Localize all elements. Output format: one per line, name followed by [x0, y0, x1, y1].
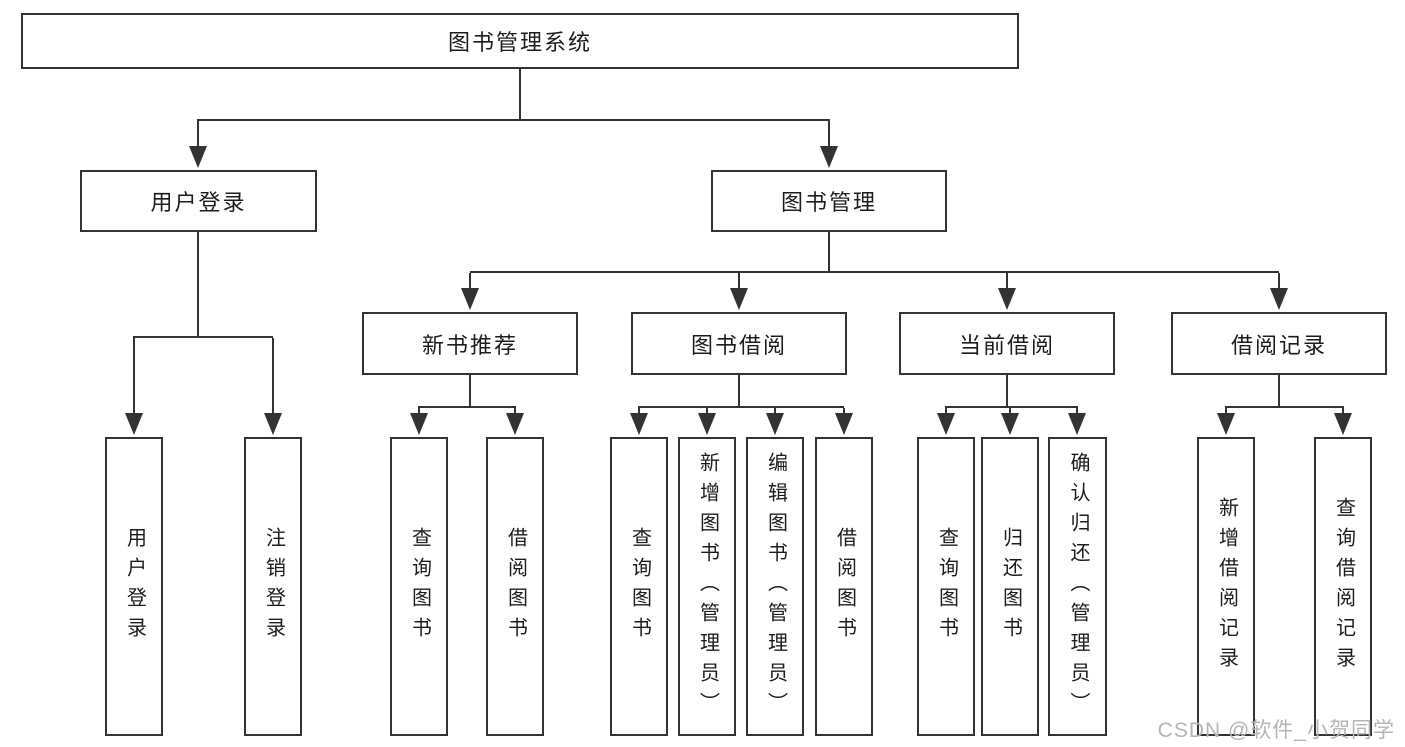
arrow-down-icon [125, 413, 143, 435]
arrow-down-icon [506, 413, 524, 435]
arrow-down-icon [698, 413, 716, 435]
arrow-down-icon [835, 413, 853, 435]
node-label: 图书借阅 [690, 332, 787, 358]
node-label: 编辑图书（管理员） [764, 451, 787, 722]
node-label: 图书管理系统 [447, 30, 592, 55]
arrow-down-icon [730, 288, 748, 310]
connector-line [197, 121, 199, 149]
node-label: 新增图书（管理员） [696, 451, 719, 722]
node-borrowing-records: 借阅记录 [1171, 312, 1387, 375]
arrow-down-icon [1270, 288, 1288, 310]
node-label: 查询图书 [935, 526, 958, 647]
leaf-return-books: 归还图书 [981, 437, 1039, 736]
arrow-down-icon [1217, 413, 1235, 435]
connector-line [197, 119, 830, 121]
connector-line [1278, 375, 1280, 406]
connector-line [197, 232, 199, 336]
leaf-borrow-books-borrowing: 借阅图书 [815, 437, 873, 736]
arrow-down-icon [1001, 413, 1019, 435]
arrow-down-icon [461, 288, 479, 310]
leaf-add-book-admin: 新增图书（管理员） [678, 437, 736, 736]
arrow-down-icon [410, 413, 428, 435]
node-label: 当前借阅 [958, 332, 1055, 358]
leaf-logout: 注销登录 [244, 437, 302, 736]
connector-line [738, 273, 740, 291]
node-label: 注销登录 [262, 526, 285, 647]
node-new-book-recommendation: 新书推荐 [362, 312, 578, 375]
node-label: 用户登录 [123, 526, 146, 647]
connector-line [738, 375, 740, 406]
node-library-management-system: 图书管理系统 [21, 13, 1019, 69]
connector-line [469, 273, 471, 291]
node-label: 借阅图书 [833, 526, 856, 647]
node-label: 查询借阅记录 [1332, 496, 1355, 677]
arrow-down-icon [766, 413, 784, 435]
connector-line [519, 69, 521, 119]
node-label: 归还图书 [999, 526, 1022, 647]
leaf-query-books-borrowing: 查询图书 [610, 437, 668, 736]
node-label: 借阅记录 [1230, 332, 1327, 358]
leaf-add-borrow-record: 新增借阅记录 [1197, 437, 1255, 736]
node-label: 查询图书 [408, 526, 431, 647]
connector-line [470, 271, 1279, 273]
node-book-management: 图书管理 [711, 170, 947, 232]
node-label: 用户登录 [150, 190, 247, 215]
connector-line [133, 336, 273, 338]
leaf-query-books-current: 查询图书 [917, 437, 975, 736]
connector-line [945, 406, 1078, 408]
connector-line [638, 406, 844, 408]
node-label: 图书管理 [780, 190, 877, 215]
arrow-down-icon [1068, 413, 1086, 435]
connector-line [469, 375, 471, 406]
connector-line [133, 338, 135, 418]
arrow-down-icon [264, 413, 282, 435]
leaf-query-books-recommend: 查询图书 [390, 437, 448, 736]
node-current-borrowing: 当前借阅 [899, 312, 1115, 375]
node-label: 查询图书 [628, 526, 651, 647]
arrow-down-icon [998, 288, 1016, 310]
connector-line [828, 232, 830, 271]
connector-line [1278, 273, 1280, 291]
connector-line [418, 406, 516, 408]
leaf-borrow-books-recommend: 借阅图书 [486, 437, 544, 736]
connector-line [1006, 273, 1008, 291]
arrow-down-icon [189, 146, 207, 168]
leaf-query-borrow-record: 查询借阅记录 [1314, 437, 1372, 736]
leaf-edit-book-admin: 编辑图书（管理员） [746, 437, 804, 736]
leaf-user-login: 用户登录 [105, 437, 163, 736]
connector-line [1225, 406, 1344, 408]
node-label: 借阅图书 [504, 526, 527, 647]
arrow-down-icon [820, 146, 838, 168]
csdn-watermark: CSDN @软件_小贺同学 [1157, 719, 1395, 742]
connector-line [828, 121, 830, 149]
node-label: 新书推荐 [421, 332, 518, 358]
node-book-borrowing: 图书借阅 [631, 312, 847, 375]
arrow-down-icon [630, 413, 648, 435]
leaf-confirm-return-admin: 确认归还（管理员） [1048, 437, 1107, 736]
connector-line [1006, 375, 1008, 406]
connector-line [272, 338, 274, 418]
arrow-down-icon [1334, 413, 1352, 435]
node-user-login: 用户登录 [80, 170, 317, 232]
arrow-down-icon [937, 413, 955, 435]
node-label: 新增借阅记录 [1215, 496, 1238, 677]
node-label: 确认归还（管理员） [1067, 451, 1089, 722]
